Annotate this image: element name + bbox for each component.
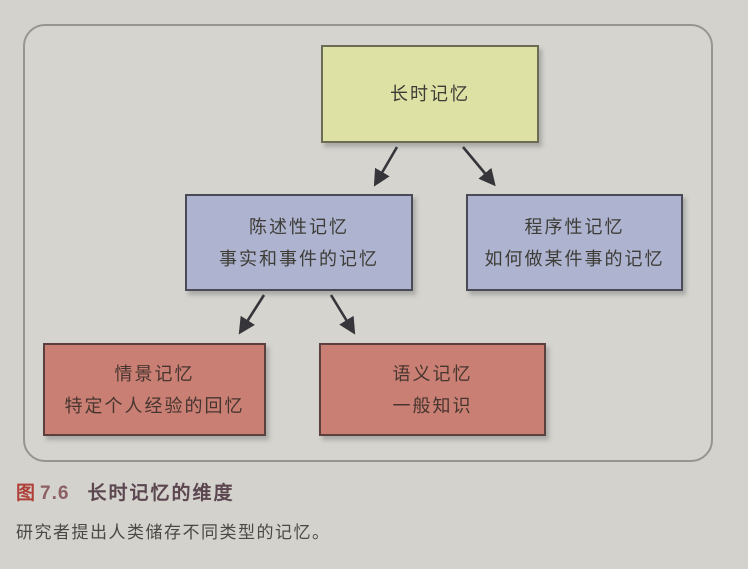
node-sublabel: 如何做某件事的记忆 (484, 248, 665, 269)
node-label: 情景记忆 (114, 363, 195, 384)
node-label: 语义记忆 (392, 363, 473, 384)
figure-title: 长时记忆的维度 (87, 483, 235, 504)
node-label: 程序性记忆 (524, 216, 625, 237)
node-procedural-memory: 程序性记忆 如何做某件事的记忆 (466, 194, 683, 291)
node-sublabel: 事实和事件的记忆 (219, 248, 379, 269)
figure-caption-body: 研究者提出人类储存不同类型的记忆。 (16, 523, 331, 542)
node-sublabel: 一般知识 (392, 395, 473, 416)
node-label: 陈述性记忆 (249, 216, 349, 237)
figure-marker: 图 (16, 483, 37, 504)
node-episodic-memory: 情景记忆 特定个人经验的回忆 (43, 343, 266, 436)
node-label: 长时记忆 (390, 84, 470, 104)
figure-number: 7.6 (40, 483, 70, 504)
node-semantic-memory: 语义记忆 一般知识 (319, 343, 546, 436)
node-sublabel: 特定个人经验的回忆 (64, 395, 245, 416)
node-long-term-memory: 长时记忆 (321, 45, 539, 143)
node-declarative-memory: 陈述性记忆 事实和事件的记忆 (185, 194, 413, 291)
